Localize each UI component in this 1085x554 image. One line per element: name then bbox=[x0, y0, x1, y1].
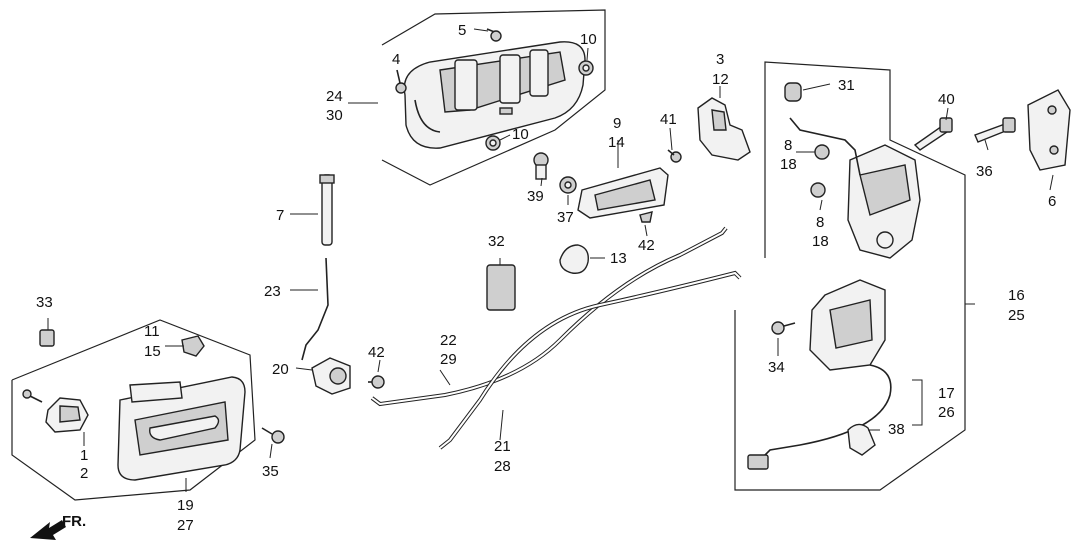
callout-21: 21 bbox=[494, 438, 511, 455]
callout-18-bottom: 18 bbox=[812, 233, 829, 250]
screw-inner-left bbox=[22, 389, 43, 403]
bolt-39 bbox=[533, 152, 549, 180]
striker-6 bbox=[1027, 89, 1071, 171]
callout-4: 4 bbox=[392, 51, 400, 68]
screw-35 bbox=[261, 427, 285, 444]
clip-38 bbox=[847, 423, 876, 456]
screw-42-bottom bbox=[368, 375, 385, 389]
lock-knob-1-2 bbox=[45, 397, 89, 433]
callout-38: 38 bbox=[888, 421, 905, 438]
screw-5 bbox=[486, 28, 502, 42]
clip-13 bbox=[559, 244, 589, 274]
callout-2: 2 bbox=[80, 465, 88, 482]
bolt-36 bbox=[974, 117, 1016, 143]
lock-cylinder-20 bbox=[311, 357, 351, 395]
callout-40: 40 bbox=[938, 91, 955, 108]
lock-actuator bbox=[761, 279, 892, 459]
rod-22-29 bbox=[370, 226, 728, 407]
bolt-40 bbox=[913, 117, 953, 151]
callout-33: 33 bbox=[36, 294, 53, 311]
callout-1: 1 bbox=[80, 447, 88, 464]
rod-21-28 bbox=[438, 270, 742, 450]
direction-label: FR. bbox=[62, 513, 86, 530]
callout-14: 14 bbox=[608, 134, 625, 151]
callout-16: 16 bbox=[1008, 287, 1025, 304]
clip-42-top bbox=[639, 211, 653, 223]
screw-4 bbox=[395, 69, 407, 94]
clip-11-15 bbox=[181, 335, 205, 357]
screw-41 bbox=[667, 149, 682, 163]
inner-door-handle bbox=[117, 376, 246, 481]
callout-27: 27 bbox=[177, 517, 194, 534]
nut-10-bottom bbox=[485, 107, 513, 151]
bush-8-18-bottom bbox=[810, 182, 826, 198]
callout-42-top: 42 bbox=[638, 237, 655, 254]
clip-33 bbox=[39, 329, 55, 347]
outer-door-handle bbox=[403, 41, 586, 149]
callouts: 5 4 10 24 30 10 3 12 41 9 14 39 37 42 13… bbox=[36, 22, 1056, 534]
bracket-3-12 bbox=[697, 86, 751, 161]
callout-28: 28 bbox=[494, 458, 511, 475]
bracket-17-26 bbox=[912, 379, 923, 426]
callout-8-top: 8 bbox=[784, 137, 792, 154]
button-31 bbox=[784, 82, 802, 102]
callout-10-top: 10 bbox=[580, 31, 597, 48]
latch-frame-top bbox=[764, 61, 966, 260]
screw-34 bbox=[771, 321, 796, 335]
front-direction-arrow: FR. bbox=[30, 513, 86, 540]
callout-24: 24 bbox=[326, 88, 343, 105]
latch-frame-bottom bbox=[734, 260, 966, 491]
callout-19: 19 bbox=[177, 497, 194, 514]
callout-23: 23 bbox=[264, 283, 281, 300]
rod-23 bbox=[301, 257, 329, 361]
callout-11: 11 bbox=[144, 323, 160, 340]
callout-31: 31 bbox=[838, 77, 855, 94]
callout-34: 34 bbox=[768, 359, 785, 376]
outer-handle-frame bbox=[381, 9, 606, 186]
callout-36: 36 bbox=[976, 163, 993, 180]
callout-22: 22 bbox=[440, 332, 457, 349]
bush-8-18-top bbox=[814, 144, 830, 160]
callout-7: 7 bbox=[276, 207, 284, 224]
callout-35: 35 bbox=[262, 463, 279, 480]
callout-39: 39 bbox=[527, 188, 544, 205]
callout-32: 32 bbox=[488, 233, 505, 250]
connector bbox=[747, 454, 769, 470]
callout-8-bottom: 8 bbox=[816, 214, 824, 231]
callout-5: 5 bbox=[458, 22, 466, 39]
grommet-37 bbox=[559, 176, 577, 194]
leader-lines bbox=[47, 28, 1054, 492]
callout-41: 41 bbox=[660, 111, 677, 128]
callout-20: 20 bbox=[272, 361, 289, 378]
callout-12: 12 bbox=[712, 71, 729, 88]
nut-10-top bbox=[578, 60, 594, 76]
callout-37: 37 bbox=[557, 209, 574, 226]
callout-17: 17 bbox=[938, 385, 955, 402]
callout-25: 25 bbox=[1008, 307, 1025, 324]
callout-18-top: 18 bbox=[780, 156, 797, 173]
callout-42-bottom: 42 bbox=[368, 344, 385, 361]
callout-9: 9 bbox=[613, 115, 621, 132]
block-32 bbox=[486, 264, 516, 311]
rod-7 bbox=[319, 174, 335, 246]
callout-26: 26 bbox=[938, 404, 955, 421]
callout-6: 6 bbox=[1048, 193, 1056, 210]
callout-30: 30 bbox=[326, 107, 343, 124]
callout-15: 15 bbox=[144, 343, 161, 360]
door-latch bbox=[789, 117, 921, 259]
callout-29: 29 bbox=[440, 351, 457, 368]
callout-13: 13 bbox=[610, 250, 627, 267]
callout-3: 3 bbox=[716, 51, 724, 68]
callout-10-bottom: 10 bbox=[512, 126, 529, 143]
handle-9-14 bbox=[577, 148, 669, 219]
